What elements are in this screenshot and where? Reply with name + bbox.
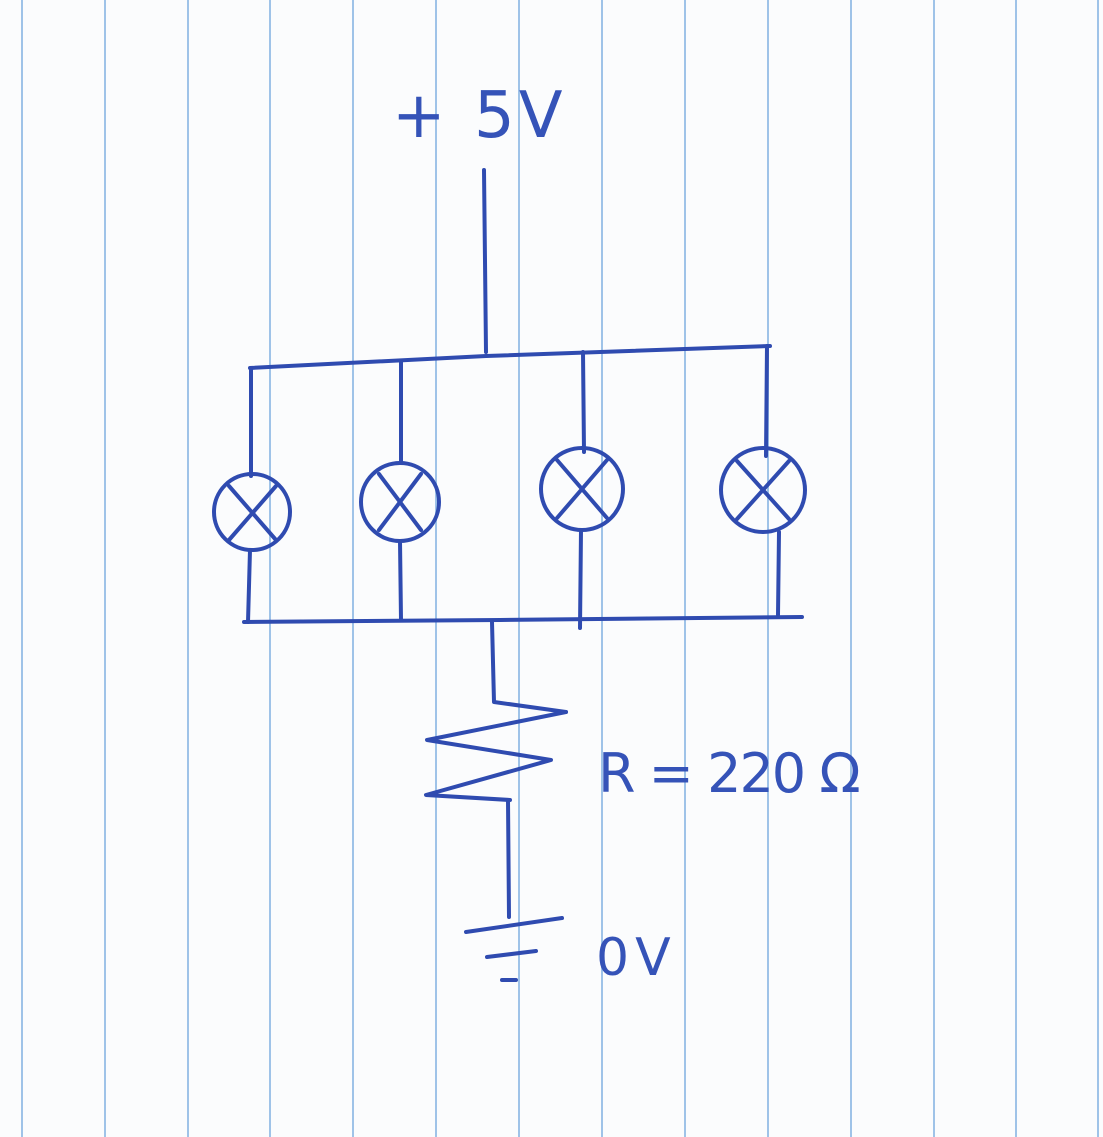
resistor-symbol [424,710,568,802]
lamp-3 [539,446,625,532]
resistor-label: R = 220 Ω [598,742,859,805]
resistor-lead-top [490,620,568,714]
upper-branch-wires [249,344,769,478]
supply-label: + 5V [392,79,566,153]
bottom-bus [242,615,804,624]
lamp-1 [212,472,292,552]
lamp-icon [719,446,807,534]
ground-icon [464,916,564,982]
ground-label: 0V [596,928,677,988]
supply-wire [482,168,488,354]
lower-branch-wires [246,528,781,630]
top-bus [248,344,772,370]
lamp-4 [719,446,807,534]
ground-wire [506,798,511,919]
ruled-lines [21,0,1099,1137]
lamp-2 [359,461,441,543]
